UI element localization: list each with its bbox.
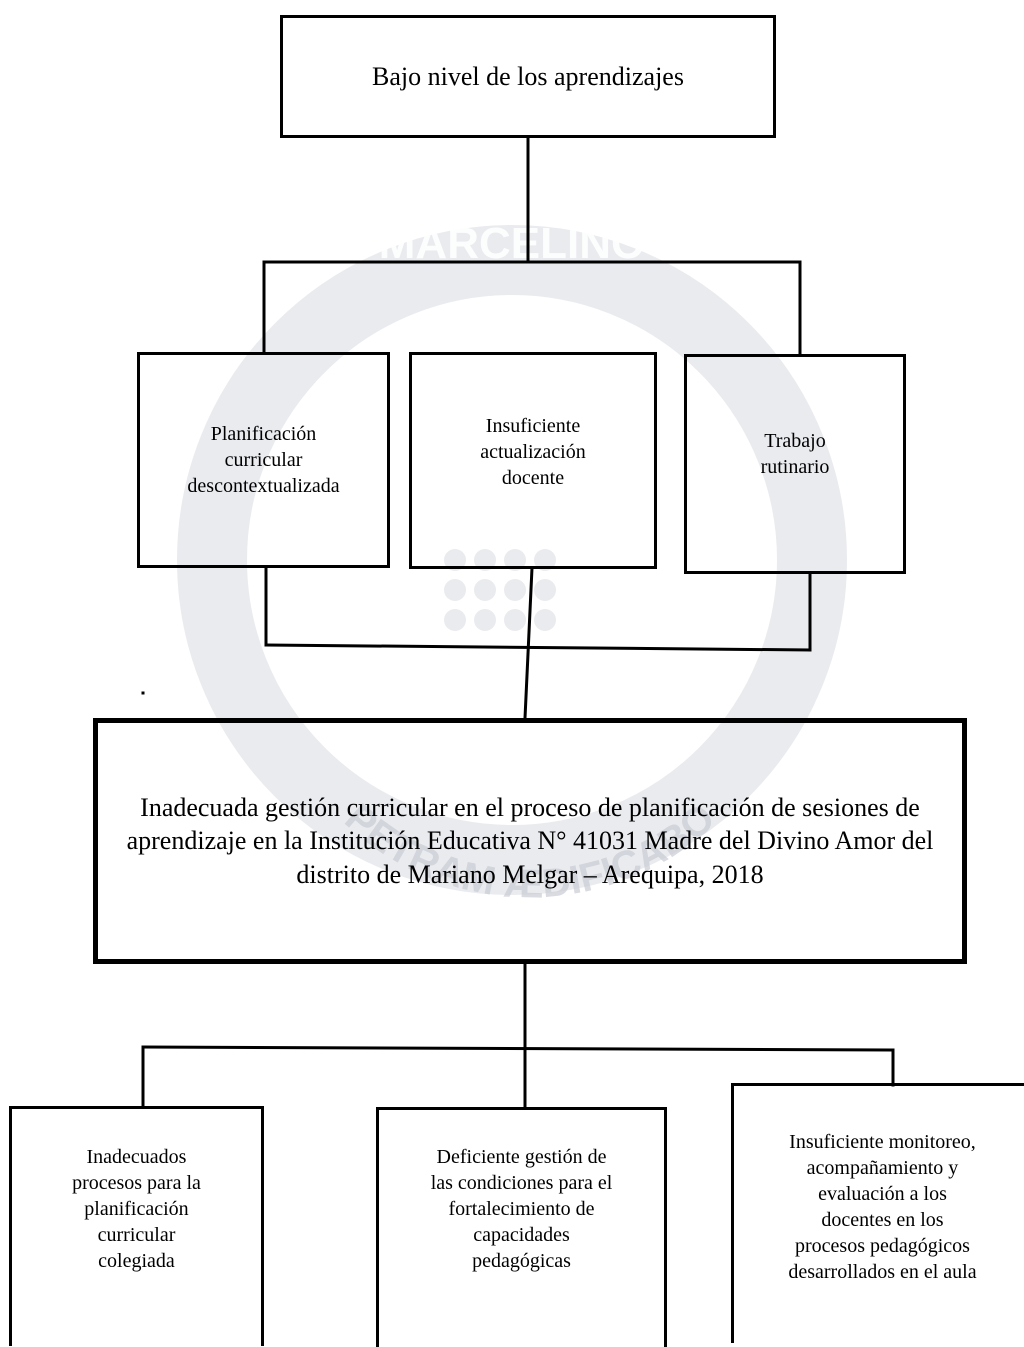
root-cause-label-2: Deficiente gestión de las condiciones pa… — [430, 1145, 613, 1272]
root-cause-box-3: Insuficiente monitoreo, acompañamiento y… — [731, 1083, 1024, 1343]
root-cause-label-3: Insuficiente monitoreo, acompañamiento y… — [788, 1131, 977, 1283]
middle-cause-label-1: Planificación curricular descontextualiz… — [187, 423, 340, 497]
central-problem-label: Inadecuada gestión curricular en el proc… — [126, 793, 934, 889]
root-cause-label-1: Inadecuados procesos para la planificaci… — [72, 1145, 201, 1272]
root-cause-box-1: Inadecuados procesos para la planificaci… — [9, 1106, 264, 1346]
middle-cause-label-3: Trabajo rutinario — [760, 430, 830, 478]
effect-label: Bajo nivel de los aprendizajes — [372, 61, 684, 91]
effect-box: Bajo nivel de los aprendizajes — [280, 15, 776, 138]
watermark-top-text: MARCELINO — [379, 219, 645, 268]
middle-cause-label-2: Insuficiente actualización docente — [480, 414, 586, 489]
middle-cause-box-3: Trabajo rutinario — [684, 354, 906, 574]
middle-cause-box-2: Insuficiente actualización docente — [409, 352, 657, 569]
central-problem-box: Inadecuada gestión curricular en el proc… — [93, 718, 967, 964]
middle-cause-box-1: Planificación curricular descontextualiz… — [137, 352, 390, 568]
root-cause-box-2: Deficiente gestión de las condiciones pa… — [376, 1107, 667, 1347]
